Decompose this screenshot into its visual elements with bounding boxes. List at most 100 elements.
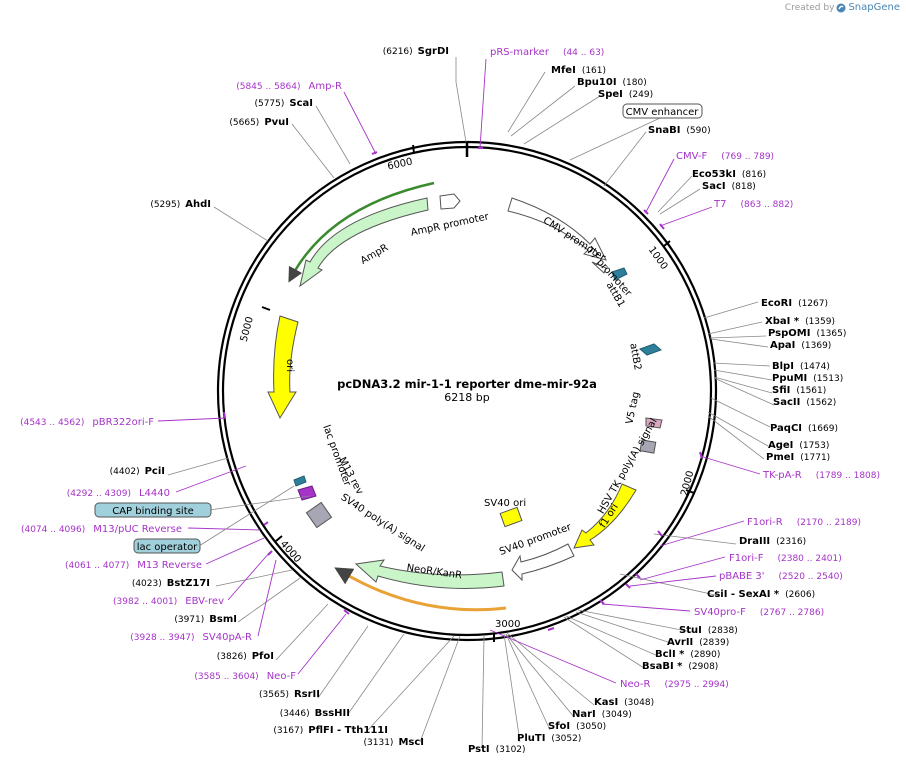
label-lac-promoter: lac promoter	[320, 424, 353, 489]
ampr-orf-line	[288, 181, 435, 283]
credit-prefix: Created by	[784, 2, 835, 13]
primer-f1ori-r: F1ori-R(2170 .. 2189)	[747, 517, 861, 528]
cap-binding-mark	[305, 501, 333, 529]
label-ampr-promoter: AmpR promoter	[410, 211, 491, 238]
cap-binding-site-label: CAP binding site	[112, 506, 194, 517]
enzyme-pvui: (5665)PvuI	[229, 117, 289, 128]
v5-tag-mark	[645, 417, 663, 429]
cmv-promoter-arrow	[507, 197, 607, 261]
snapgene-logo-icon	[836, 3, 846, 12]
enzyme-saci: SacI(818)	[702, 181, 756, 192]
primer-m13-reverse: (4061 .. 4077)M13 Reverse	[65, 560, 202, 571]
primer-marks	[223, 147, 703, 631]
boxed-features: CMV enhancer CAP binding site lac operat…	[94, 103, 703, 554]
sv40-ori-mark	[499, 506, 523, 528]
enzyme-sfii: SfiI(1561)	[772, 385, 826, 396]
enzyme-sfoi: SfoI(3050)	[548, 721, 606, 732]
enzyme-pfoi: (3826)PfoI	[217, 651, 274, 662]
attb1-mark	[611, 267, 628, 281]
plasmid-size: 6218 bp	[444, 391, 489, 404]
label-ampr: AmpR	[359, 242, 390, 266]
primer-ebv-rev: (3982 .. 4001)EBV-rev	[113, 596, 224, 607]
ampr-arrow	[299, 197, 429, 288]
label-sv40-ori: SV40 ori	[484, 498, 526, 509]
enzyme-msci: (3131)MscI	[364, 737, 425, 748]
neor-kanr-arrow	[354, 559, 505, 589]
cmv-enhancer-label: CMV enhancer	[626, 107, 700, 118]
enzyme-pluti: PluTI(3052)	[517, 733, 581, 744]
enzyme-pflfi-tth111i: (3167)PflFI - Tth111I	[273, 725, 388, 736]
enzyme-snabi: SnaBI(590)	[648, 125, 711, 136]
enzyme-ppumi: PpuMI(1513)	[772, 373, 843, 384]
snapgene-credit: Created by SnapGene	[785, 2, 900, 13]
enzyme-leaders	[167, 57, 775, 749]
features	[267, 181, 663, 612]
enzyme-sacii: SacII(1562)	[773, 397, 836, 408]
primer-pbabe-3: pBABE 3'(2520 .. 2540)	[719, 571, 843, 582]
enzyme-bsabi: BsaBI *(2908)	[642, 661, 718, 672]
enzyme-bcli: BclI *(2890)	[655, 649, 720, 660]
enzyme-bsmi: (3971)BsmI	[174, 614, 237, 625]
attb2-mark	[639, 343, 662, 356]
ori-arrow	[267, 315, 299, 420]
enzyme-mfei: MfeI(161)	[551, 65, 606, 76]
m13-rev-mark	[297, 485, 317, 501]
enzyme-avrii: AvrII(2839)	[667, 637, 729, 648]
lac-operator-mark	[293, 475, 307, 487]
enzyme-stui: StuI(2838)	[679, 625, 738, 636]
tick-4000: 4000	[278, 539, 303, 565]
enzyme-csii-sexai: CsiI - SexAI *(2606)	[707, 589, 815, 600]
label-ori: ori	[284, 359, 295, 372]
label-v5-tag: V5 tag	[624, 391, 642, 425]
enzyme-apai: ApaI(1369)	[770, 340, 831, 351]
primer-pbr322ori-f: (4543 .. 4562)pBR322ori-F	[20, 417, 154, 428]
primer-neo-r: Neo-R(2975 .. 2994)	[620, 679, 729, 690]
tick-3000: 3000	[495, 619, 520, 630]
primer-neo-f: (3585 .. 3604)Neo-F	[194, 671, 296, 682]
enzyme-bstz17i: (4023)BstZ17I	[132, 578, 210, 589]
enzyme-kasi: KasI(3048)	[594, 697, 654, 708]
ampr-promoter-arrow	[439, 193, 461, 210]
primer-l4440: (4292 .. 4309)L4440	[67, 488, 170, 499]
sv40-promoter-arrow	[511, 543, 575, 582]
enzyme-nari: NarI(3049)	[572, 709, 632, 720]
primer-m13-puc-reverse: (4074 .. 4096)M13/pUC Reverse	[21, 524, 182, 535]
enzyme-spei: SpeI(249)	[598, 89, 653, 100]
plasmid-title: pcDNA3.2 mir-1-1 reporter dme-mir-92a	[337, 377, 597, 391]
lac-operator-label: lac operator	[137, 542, 198, 553]
enzyme-paqci: PaqCI(1669)	[770, 423, 838, 434]
f1-ori-arrow	[573, 483, 637, 549]
enzyme-bsshii: (3446)BssHII	[280, 708, 350, 719]
primer-t7: T7(863 .. 882)	[713, 199, 793, 210]
enzyme-bpu10i: Bpu10I(180)	[577, 77, 647, 88]
cap-binding-site-box	[94, 502, 212, 518]
primer-leaders	[157, 58, 761, 684]
enzyme-psti: PstI(3102)	[468, 744, 526, 755]
enzyme-rsrii: (3565)RsrII	[259, 689, 320, 700]
enzyme-xbai: XbaI *(1359)	[765, 316, 835, 327]
enzyme-pmei: PmeI(1771)	[766, 452, 830, 463]
enzyme-pspomi: PspOMI(1365)	[768, 328, 846, 339]
primer-amp-r: (5845 .. 5864)Amp-R	[236, 81, 342, 92]
enzyme-sgrdi: (6216)SgrDI	[383, 46, 449, 57]
enzyme-labels-left: (3131)MscI (3167)PflFI - Tth111I (3446)B…	[110, 98, 424, 748]
t7-promoter-arrow	[591, 261, 607, 274]
enzyme-pcii: (4402)PciI	[110, 466, 165, 477]
enzyme-eco53ki: Eco53kI(816)	[692, 169, 766, 180]
tick-5000: 5000	[239, 316, 256, 343]
enzyme-ecori: EcoRI(1267)	[761, 298, 828, 309]
primer-tk-pa-r: TK-pA-R(1789 .. 1808)	[762, 470, 880, 481]
lac-operator-box	[133, 538, 201, 554]
label-attb2: attB2	[627, 342, 643, 371]
primer-f1ori-f: F1ori-F(2380 .. 2401)	[729, 553, 842, 564]
enzyme-labels: (6216)SgrDI MfeI(161) Bpu10I(180) SpeI(2…	[383, 46, 847, 755]
credit-brand: SnapGene	[848, 2, 900, 13]
enzyme-ahdi: (5295)AhdI	[150, 199, 211, 210]
enzyme-blpi: BlpI(1474)	[772, 361, 830, 372]
primer-sv40pro-f: SV40pro-F(2767 .. 2786)	[694, 607, 824, 618]
label-sv40-poly-a: SV40 poly(A) signal	[339, 492, 427, 554]
tick-6000: 6000	[386, 156, 413, 172]
primer-cmv-f: CMV-F(769 .. 789)	[676, 151, 774, 162]
hsv-tk-poly-a-mark	[639, 439, 657, 454]
